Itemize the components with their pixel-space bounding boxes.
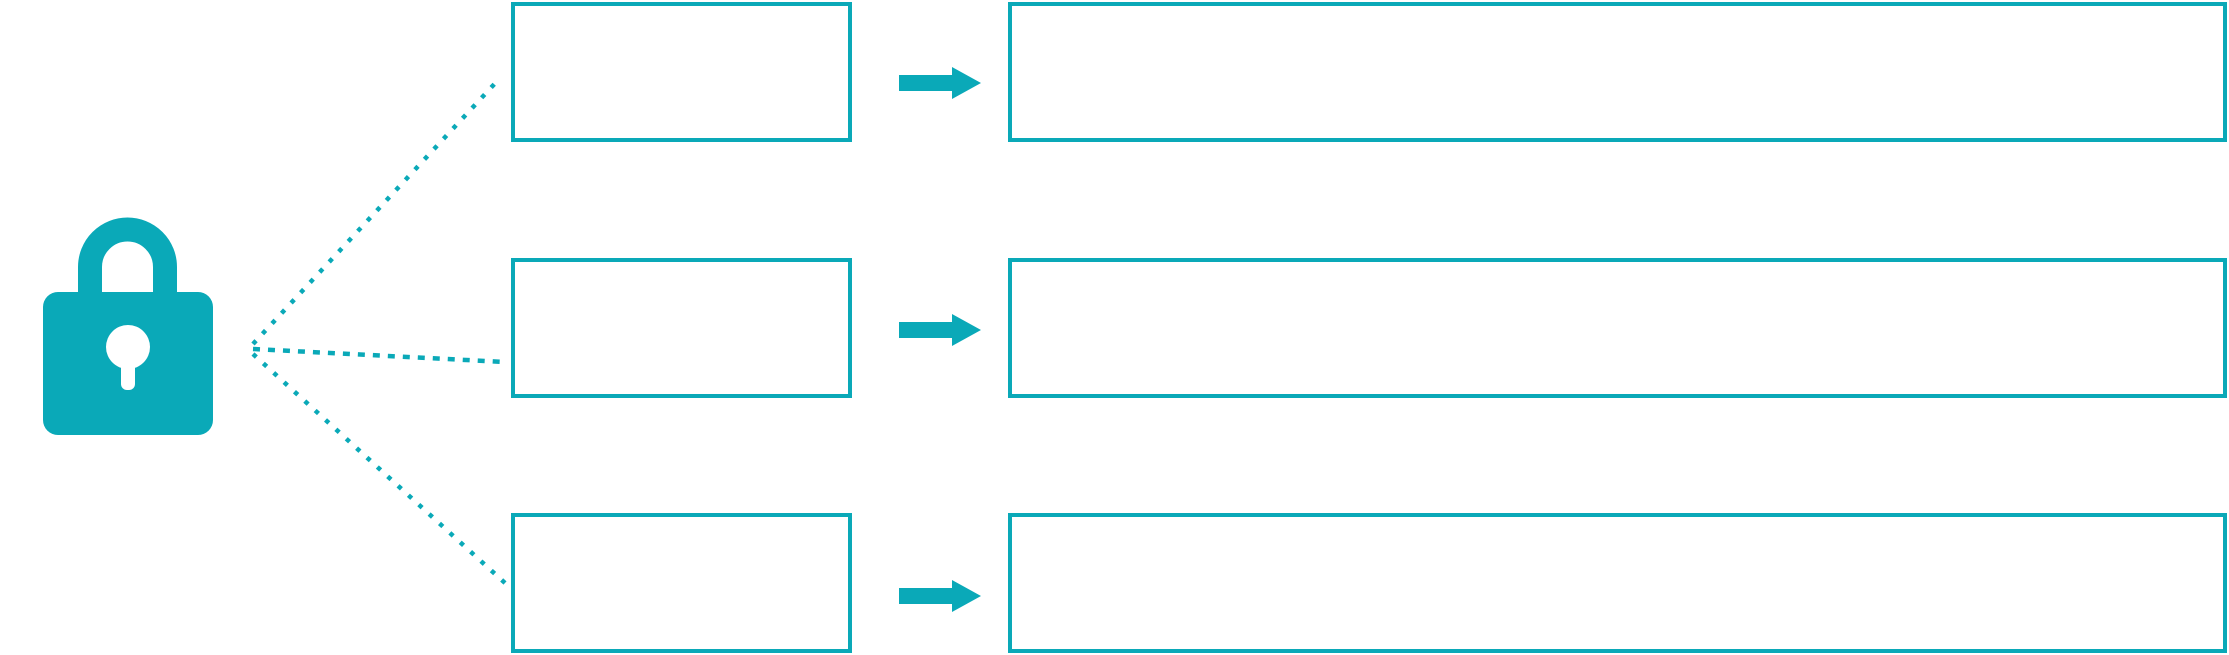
dotted-connector-bottom xyxy=(251,352,507,585)
right-arrow-icon xyxy=(899,314,981,346)
right-arrow-icon xyxy=(899,580,981,612)
target-box xyxy=(1008,513,2227,653)
dotted-connector-top xyxy=(251,76,502,346)
dotted-connector-middle xyxy=(252,346,506,365)
right-arrow-icon xyxy=(899,67,981,99)
dotted-connector-lines xyxy=(251,76,507,585)
lock-shackle xyxy=(78,217,177,302)
source-box xyxy=(511,513,852,653)
source-box xyxy=(511,258,852,398)
source-box xyxy=(511,2,852,142)
target-box xyxy=(1008,258,2227,398)
target-box xyxy=(1008,2,2227,142)
lock-body xyxy=(43,292,213,435)
lock-keyhole xyxy=(106,325,150,369)
lock-icon xyxy=(43,217,213,435)
lock-keyhole-stem xyxy=(121,352,135,390)
